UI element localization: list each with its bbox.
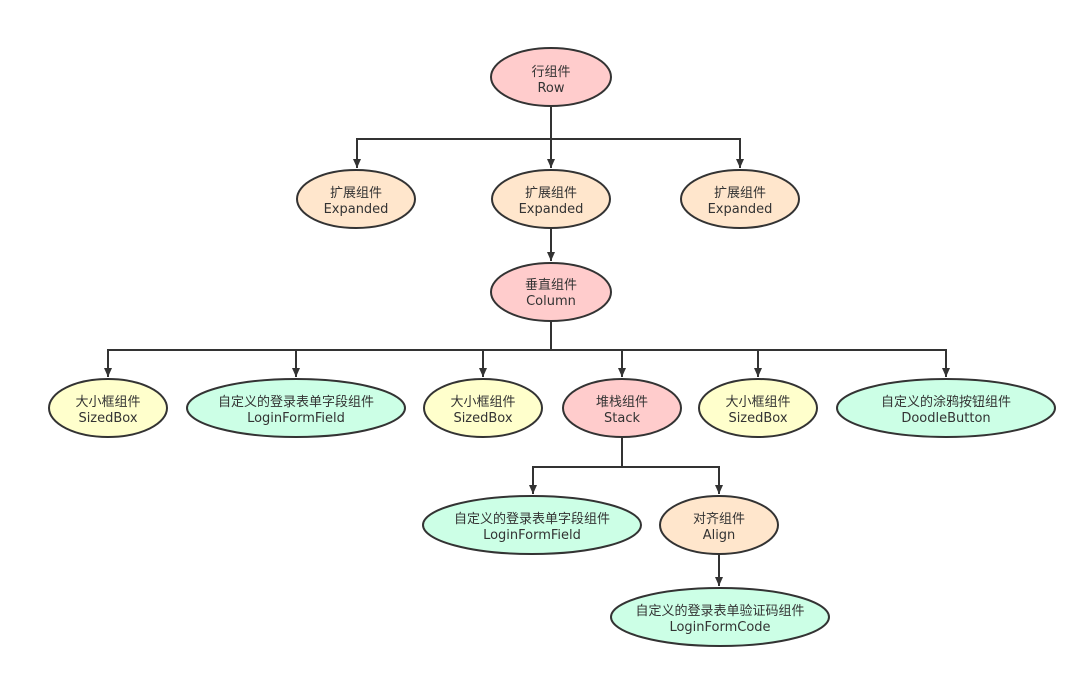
node-expanded-right-shape xyxy=(680,169,800,229)
node-stack-en: Stack xyxy=(604,411,640,426)
node-sizedbox-2-shape xyxy=(423,378,543,438)
node-sizedbox-2-zh: 大小框组件 xyxy=(450,395,515,410)
node-sizedbox-3-zh: 大小框组件 xyxy=(725,395,790,410)
node-expanded-left-en: Expanded xyxy=(324,202,389,217)
node-column-en: Column xyxy=(526,294,576,309)
node-stack-zh: 堆栈组件 xyxy=(596,395,648,410)
node-sizedbox-1-shape xyxy=(48,378,168,438)
node-column-shape xyxy=(490,262,612,322)
node-loginformcode-zh: 自定义的登录表单验证码组件 xyxy=(635,603,804,619)
node-loginformfield-2-shape xyxy=(422,495,642,555)
node-doodlebutton-zh: 自定义的涂鸦按钮组件 xyxy=(881,394,1011,410)
node-expanded-mid-zh: 扩展组件 xyxy=(525,186,577,201)
connector-stack-loginformfield-2 xyxy=(529,438,623,494)
node-sizedbox-2-en: SizedBox xyxy=(453,411,512,426)
node-loginformfield-1-shape xyxy=(186,378,406,438)
node-stack: 堆栈组件 Stack xyxy=(562,378,682,438)
node-row: 行组件 Row xyxy=(490,47,612,107)
connectors xyxy=(104,106,950,586)
node-align-shape xyxy=(659,495,779,555)
node-expanded-right-en: Expanded xyxy=(708,202,773,217)
node-loginformfield-1-en: LoginFormField xyxy=(247,411,345,426)
node-expanded-mid: 扩展组件 Expanded xyxy=(491,169,611,229)
node-expanded-mid-en: Expanded xyxy=(519,202,584,217)
connector-row-expanded-left xyxy=(353,106,552,168)
node-column: 垂直组件 Column xyxy=(490,262,612,322)
node-expanded-right: 扩展组件 Expanded xyxy=(680,169,800,229)
node-column-zh: 垂直组件 xyxy=(525,278,577,293)
node-align: 对齐组件 Align xyxy=(659,495,779,555)
node-row-en: Row xyxy=(537,81,564,96)
node-sizedbox-3-en: SizedBox xyxy=(728,411,787,426)
node-sizedbox-3-shape xyxy=(698,378,818,438)
node-doodlebutton-shape xyxy=(836,378,1056,438)
node-loginformfield-1-zh: 自定义的登录表单字段组件 xyxy=(218,394,374,410)
node-doodlebutton: 自定义的涂鸦按钮组件 DoodleButton xyxy=(836,378,1056,438)
node-expanded-mid-shape xyxy=(491,169,611,229)
connector-column-doodlebutton xyxy=(551,349,950,377)
connector-stack-align xyxy=(622,466,723,494)
node-loginformcode: 自定义的登录表单验证码组件 LoginFormCode xyxy=(610,587,830,647)
node-align-en: Align xyxy=(703,528,736,543)
node-sizedbox-1: 大小框组件 SizedBox xyxy=(48,378,168,438)
node-loginformfield-1: 自定义的登录表单字段组件 LoginFormField xyxy=(186,378,406,438)
connector-column-sizedbox-1 xyxy=(104,322,552,377)
node-expanded-right-zh: 扩展组件 xyxy=(714,186,766,201)
node-expanded-left: 扩展组件 Expanded xyxy=(296,169,416,229)
connector-row-expanded-right xyxy=(551,138,744,168)
node-expanded-left-zh: 扩展组件 xyxy=(330,186,382,201)
node-sizedbox-1-zh: 大小框组件 xyxy=(75,395,140,410)
node-loginformcode-en: LoginFormCode xyxy=(669,620,770,635)
node-stack-shape xyxy=(562,378,682,438)
node-sizedbox-2: 大小框组件 SizedBox xyxy=(423,378,543,438)
node-doodlebutton-en: DoodleButton xyxy=(901,411,990,426)
node-row-zh: 行组件 xyxy=(531,65,570,80)
node-expanded-left-shape xyxy=(296,169,416,229)
node-loginformfield-2-en: LoginFormField xyxy=(483,528,581,543)
node-loginformfield-2: 自定义的登录表单字段组件 LoginFormField xyxy=(422,495,642,555)
node-sizedbox-3: 大小框组件 SizedBox xyxy=(698,378,818,438)
node-align-zh: 对齐组件 xyxy=(693,511,745,527)
node-loginformfield-2-zh: 自定义的登录表单字段组件 xyxy=(454,511,610,527)
node-sizedbox-1-en: SizedBox xyxy=(78,411,137,426)
node-loginformcode-shape xyxy=(610,587,830,647)
node-row-shape xyxy=(490,47,612,107)
